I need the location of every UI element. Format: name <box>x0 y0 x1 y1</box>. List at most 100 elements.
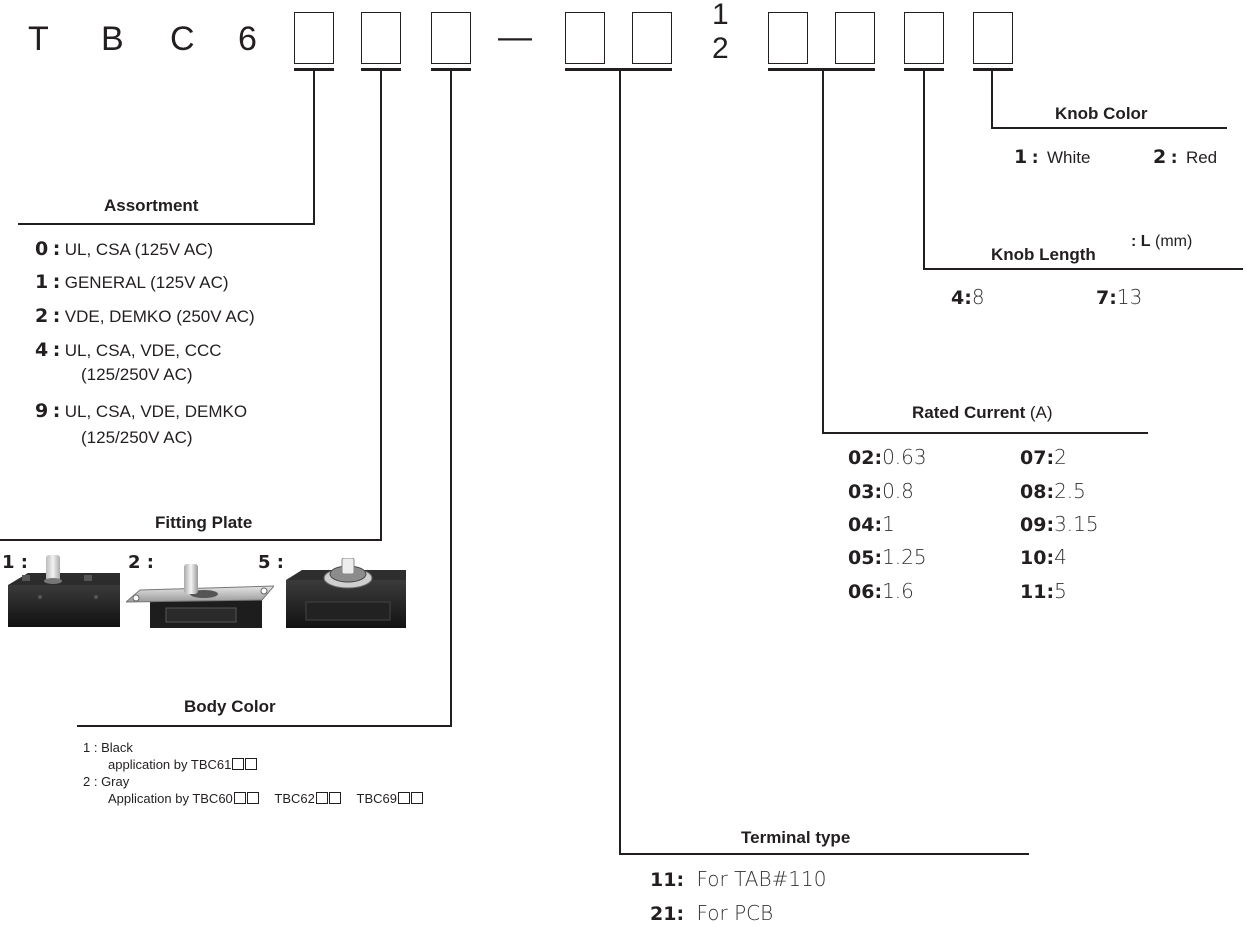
option: 2 : VDE, DEMKO (250V AC) <box>35 305 255 327</box>
option-sep: : <box>53 271 61 293</box>
option-sep: : <box>53 339 61 361</box>
knob-length-unit: : L (mm) <box>1131 233 1192 251</box>
option-label: 13 <box>1117 285 1142 309</box>
option-code: 10 <box>1020 547 1046 569</box>
option-label: UL, CSA, VDE, CCC <box>65 341 222 360</box>
code-slot-current-2 <box>835 12 875 64</box>
option-sep: : <box>964 287 972 309</box>
option: 2 : Red <box>1153 146 1217 168</box>
option-code: 2 <box>35 305 48 327</box>
body-color-text: application by TBC61 <box>108 757 231 772</box>
part-prefix-letter: C <box>170 22 195 56</box>
part-prefix-letter: B <box>101 22 124 56</box>
body-color-heading: Body Color <box>184 697 276 717</box>
option-sep: : <box>1109 287 1117 309</box>
option-sep: : <box>1046 481 1054 503</box>
switch-photo-plate-1 <box>8 555 120 627</box>
leader-line <box>0 539 382 541</box>
option-sep: : <box>676 869 684 891</box>
option: 4 : UL, CSA, VDE, CCC <box>35 339 222 361</box>
leader-line <box>313 71 315 225</box>
body-color-text: TBC62 <box>274 791 314 806</box>
option: 05:1.25 <box>848 545 927 569</box>
code-slot-knob-color <box>973 12 1013 64</box>
option-label: UL, CSA, VDE, DEMKO <box>65 402 247 421</box>
option-sep: : <box>1046 581 1054 603</box>
switch-photo-plate-2 <box>126 560 274 628</box>
blank-box-icon <box>411 792 423 804</box>
option-code: 21 <box>650 903 676 925</box>
option-code: 03 <box>848 481 874 503</box>
option-code: 02 <box>848 447 874 469</box>
blank-box-icon <box>234 792 246 804</box>
option-code: 4 <box>35 339 48 361</box>
option: 7:13 <box>1096 285 1142 309</box>
option-label: VDE, DEMKO (250V AC) <box>65 307 255 326</box>
option-sep: : <box>874 481 882 503</box>
option-label: Red <box>1186 148 1217 167</box>
option-code: 06 <box>848 581 874 603</box>
leader-line <box>619 853 1029 855</box>
blank-box-icon <box>329 792 341 804</box>
body-color-line: 2 : Gray <box>83 774 129 789</box>
option-label-cont: (125/250V AC) <box>81 428 193 448</box>
option-label: 1.6 <box>882 579 914 603</box>
code-slot-current-1 <box>768 12 808 64</box>
option-code: 07 <box>1020 447 1046 469</box>
body-color-line: 1 : Black <box>83 740 133 755</box>
option-code: 08 <box>1020 481 1046 503</box>
option-sep: : <box>676 903 684 925</box>
code-slot-terminal-2 <box>632 12 672 64</box>
option: 06:1.6 <box>848 579 914 603</box>
option-sep: : <box>1046 547 1054 569</box>
option: 21: For PCB <box>650 901 773 925</box>
part-dash: — <box>498 20 532 54</box>
blank-box-icon <box>232 758 244 770</box>
option-label: 2.5 <box>1054 479 1086 503</box>
blank-box-icon <box>245 758 257 770</box>
option-code: 11 <box>1020 581 1046 603</box>
option: 1 : White <box>1014 146 1090 168</box>
option-code: 7 <box>1096 287 1109 309</box>
part-prefix-letter: 6 <box>238 22 257 56</box>
option: 02:0.63 <box>848 445 927 469</box>
option: 03:0.8 <box>848 479 914 503</box>
option: 0 : UL, CSA (125V AC) <box>35 238 213 260</box>
knob-color-heading: Knob Color <box>1055 104 1148 124</box>
option-label: 3.15 <box>1054 512 1099 536</box>
body-color-text: TBC69 <box>357 791 397 806</box>
body-color-text: Application by TBC60 <box>108 791 233 806</box>
option: 1 : GENERAL (125V AC) <box>35 271 229 293</box>
option-label-cont: (125/250V AC) <box>81 365 193 385</box>
option-code: 4 <box>951 287 964 309</box>
option-code: 1 <box>1014 146 1027 168</box>
leader-line <box>18 223 315 225</box>
option-label: GENERAL (125V AC) <box>65 273 229 292</box>
leader-line <box>619 71 621 855</box>
option-sep: : <box>53 400 61 422</box>
option: 09:3.15 <box>1020 512 1099 536</box>
option-label: 0.8 <box>882 479 914 503</box>
option-sep: : <box>874 514 882 536</box>
blank-box-icon <box>247 792 259 804</box>
blank-box-icon <box>316 792 328 804</box>
option-code: 2 <box>1153 146 1166 168</box>
option-label: UL, CSA (125V AC) <box>65 240 213 259</box>
rated-current-unit: (A) <box>1030 403 1053 422</box>
part-prefix-letter: T <box>28 22 49 56</box>
code-slot-terminal-1 <box>565 12 605 64</box>
option: 04:1 <box>848 512 895 536</box>
option: 07:2 <box>1020 445 1067 469</box>
option-code: 04 <box>848 514 874 536</box>
option: 9 : UL, CSA, VDE, DEMKO <box>35 400 247 422</box>
option-sep: : <box>874 581 882 603</box>
option: 4:8 <box>951 285 985 309</box>
leader-line <box>380 71 382 541</box>
slot-underline <box>973 68 1013 71</box>
option-sep: : <box>1046 514 1054 536</box>
code-slot-body-color <box>431 12 471 64</box>
option-label: 4 <box>1054 545 1067 569</box>
switch-photo-plate-5 <box>286 558 406 628</box>
unit: (mm) <box>1155 233 1192 250</box>
option-sep: : <box>53 238 61 260</box>
